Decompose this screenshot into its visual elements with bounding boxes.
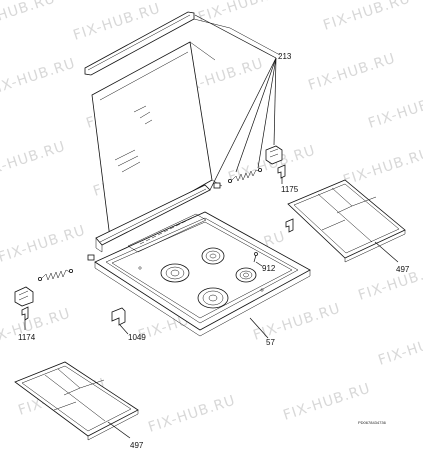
hinge-right [265, 145, 283, 165]
watermark: FIX-HUB.RU [376, 325, 423, 368]
watermark: FIX-HUB.RU [341, 145, 423, 188]
label-1175: 1175 [281, 185, 299, 194]
watermark: FIX-HUB.RU [0, 0, 58, 34]
mounting-bracket-icon [285, 218, 294, 233]
watermark: FIX-HUB.RU [251, 300, 342, 343]
hinge-spring-icon [38, 268, 74, 281]
leader-lines-213 [194, 14, 277, 191]
burner-rear-left [160, 263, 190, 283]
lid-hinge-block-right [213, 182, 221, 189]
watermark: FIX-HUB.RU [281, 380, 372, 423]
hinge-icon [14, 286, 34, 307]
hinge-left-1174 [14, 286, 34, 330]
clip-1049 [111, 307, 129, 335]
watermark: FIX-HUB.RU [0, 55, 78, 98]
spark-electrode [253, 254, 257, 263]
bracket-icon [277, 164, 286, 179]
bracket-icon [21, 306, 29, 321]
pan-support-grid-bottom [14, 361, 139, 441]
burner-front-left [197, 287, 229, 309]
glass-lid-assembly [38, 11, 283, 281]
hinge-spring-icon [227, 167, 262, 183]
control-knob-slots [139, 217, 193, 245]
watermark: FIX-HUB.RU [356, 260, 423, 303]
watermark: FIX-HUB.RU [306, 50, 397, 93]
watermark: FIX-HUB.RU [146, 392, 237, 435]
leader-497-bottom [107, 421, 131, 439]
label-213: 213 [278, 52, 292, 61]
leader-912 [255, 261, 263, 267]
label-912: 912 [262, 264, 276, 273]
leader-57 [249, 317, 269, 339]
pan-support-grid-right [287, 179, 406, 263]
burner-front-right [235, 267, 257, 283]
hob-top [94, 211, 311, 337]
clip-icon [111, 307, 126, 326]
label-497-bottom: 497 [130, 441, 144, 450]
watermark: FIX-HUB.RU [321, 0, 412, 34]
watermark: FIX-HUB.RU [0, 222, 88, 265]
watermark: FIX-HUB.RU [0, 138, 68, 181]
watermark: FIX-HUB.RU [366, 88, 423, 131]
watermark: FIX-HUB.RU [0, 305, 73, 348]
label-1049: 1049 [128, 333, 146, 342]
label-1174: 1174 [18, 333, 36, 342]
label-497-right: 497 [396, 265, 410, 274]
label-57: 57 [266, 338, 275, 347]
lid-hinge-block-left [87, 254, 95, 261]
leader-497-right [374, 241, 399, 263]
drawing-code: PD0678434736 [358, 420, 387, 425]
watermark: FIX-HUB.RU [196, 0, 287, 26]
bracket-1175 [277, 164, 286, 184]
burner-rear-right [201, 247, 225, 265]
